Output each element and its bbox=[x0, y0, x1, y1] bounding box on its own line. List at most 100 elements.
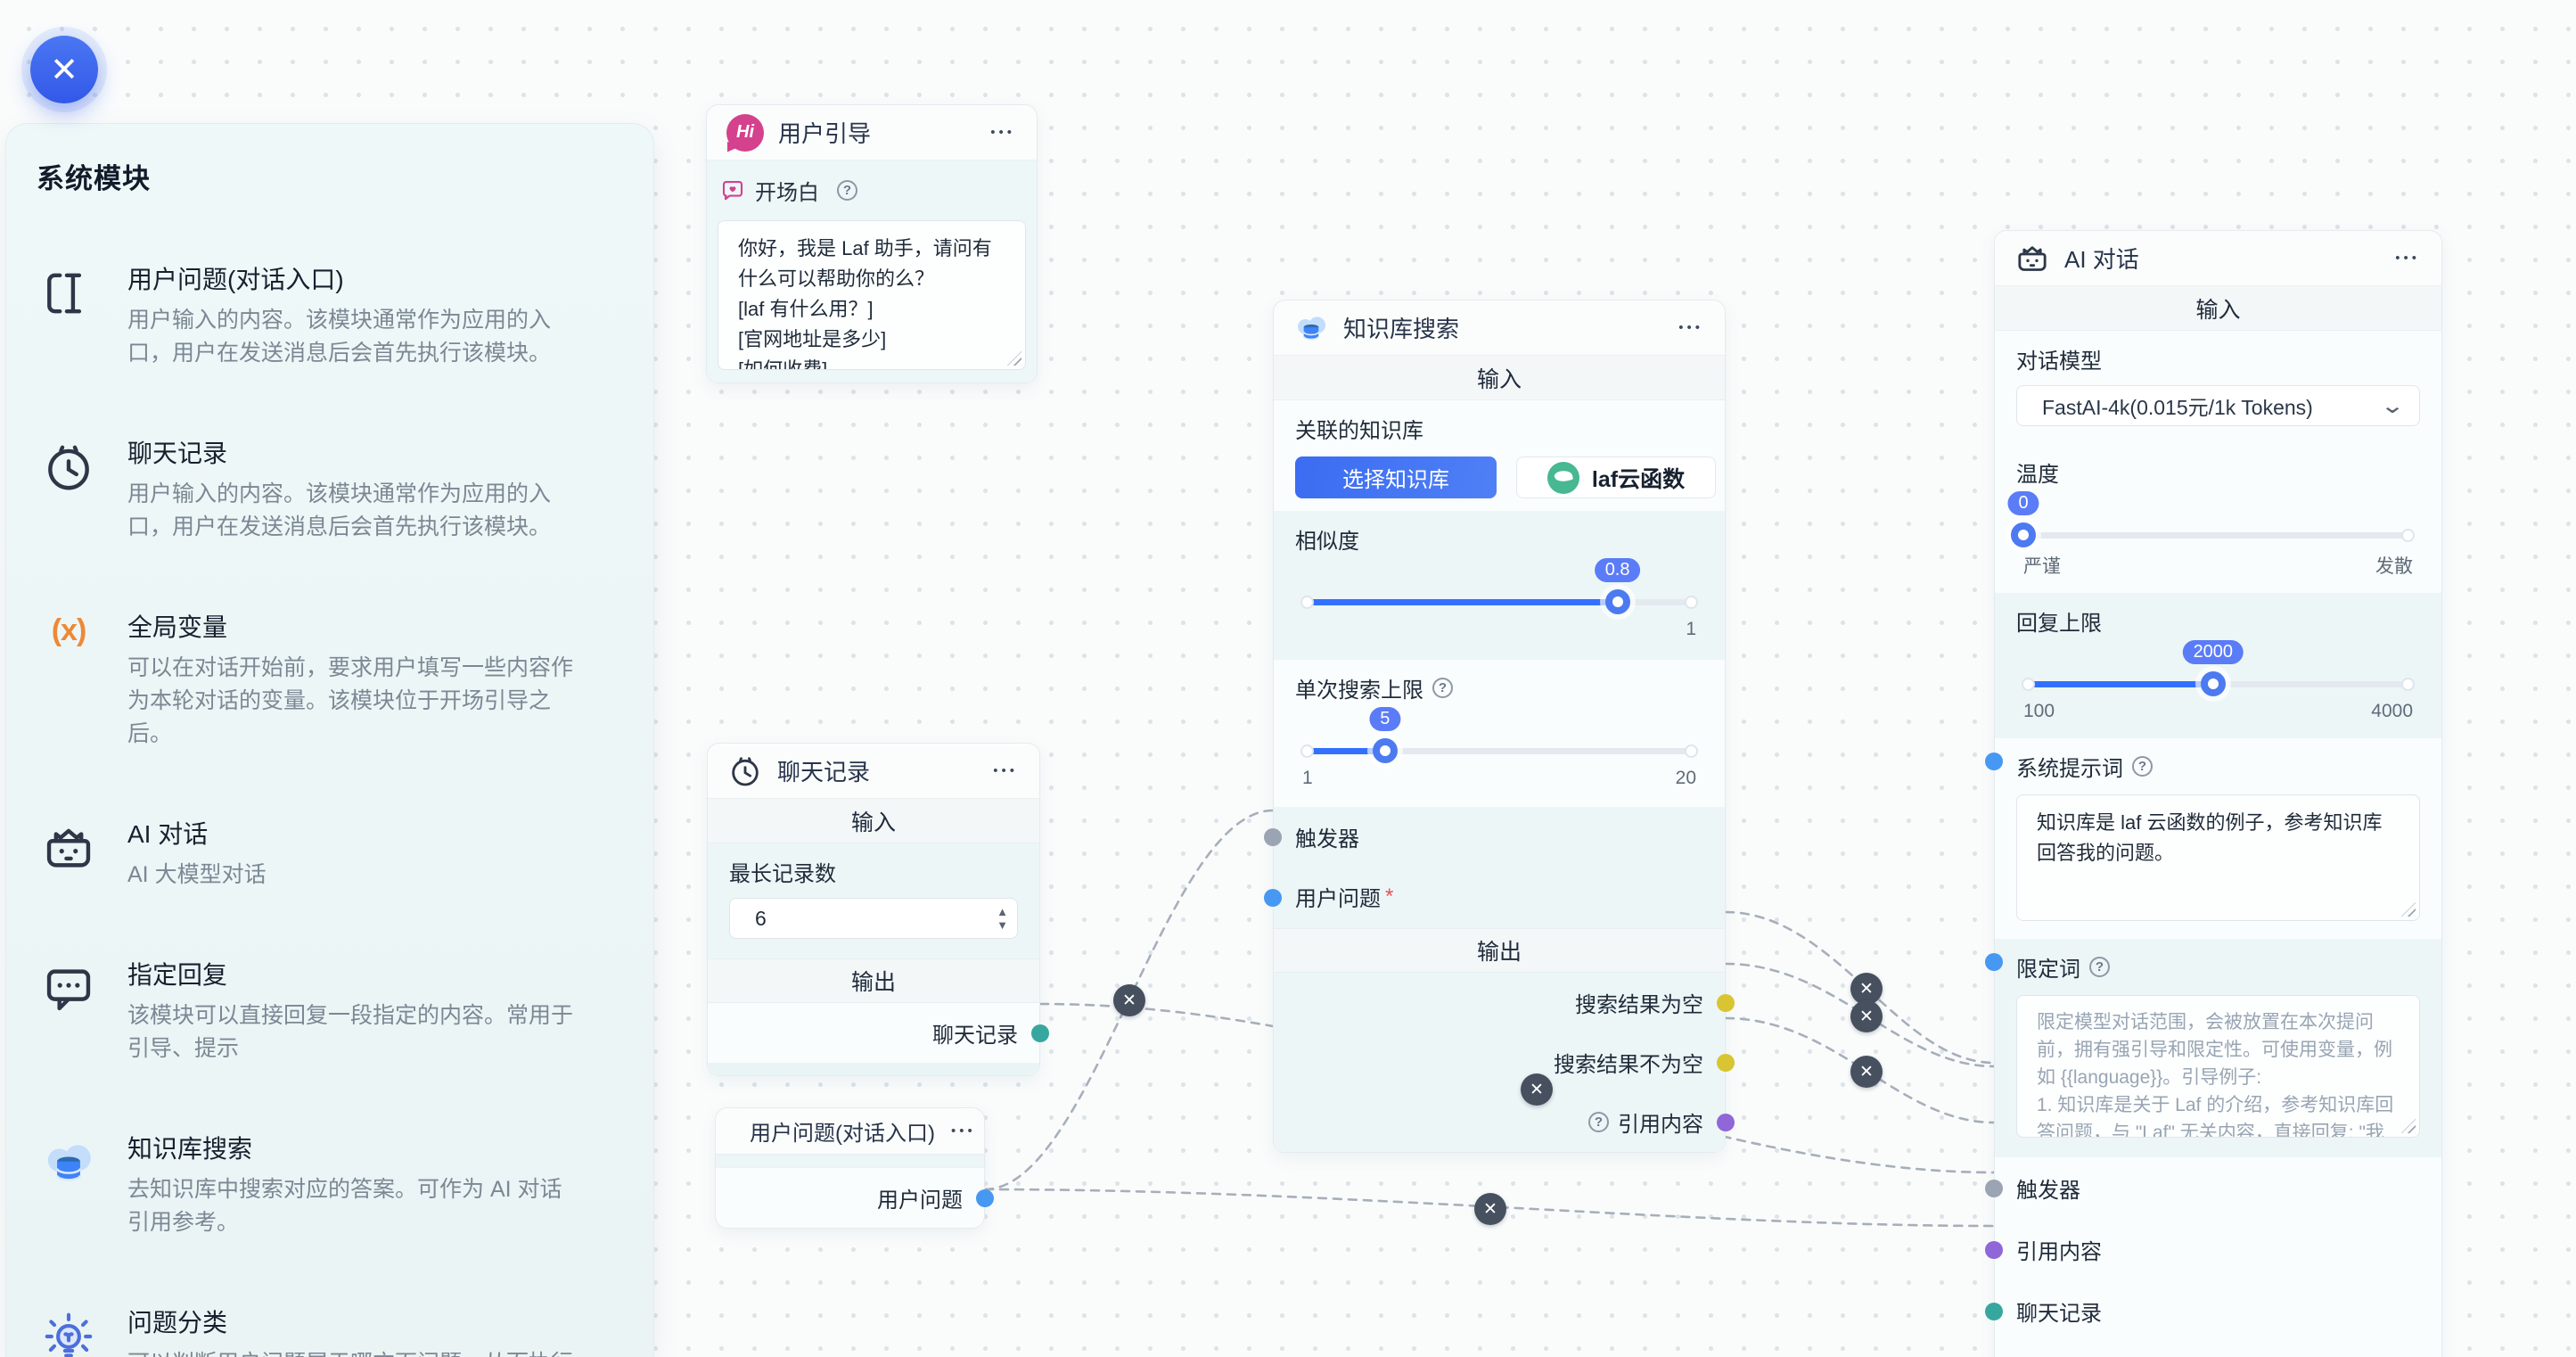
disconnect-button[interactable]: ✕ bbox=[1113, 984, 1145, 1016]
port-search-empty-out[interactable] bbox=[1717, 993, 1735, 1012]
module-desc: 用户输入的内容。该模块通常作为应用的入口，用户在发送消息后会首先执行该模块。 bbox=[127, 308, 552, 366]
node-ai-chat-header[interactable]: AI 对话 ••• bbox=[1995, 231, 2441, 286]
sidebar-item-chat-history[interactable]: 聊天记录 用户输入的内容。该模块通常作为应用的入口，用户在发送消息后会首先执行该… bbox=[37, 434, 616, 544]
similarity-value-badge: 0.8 bbox=[1594, 558, 1641, 582]
disconnect-button[interactable]: ✕ bbox=[1521, 1073, 1553, 1106]
similarity-slider[interactable]: 0.8 bbox=[1300, 558, 1698, 614]
node-menu-button[interactable]: ••• bbox=[950, 1123, 976, 1139]
port-ai-trigger-in[interactable] bbox=[1985, 1179, 2003, 1197]
node-menu-button[interactable]: ••• bbox=[1678, 320, 1703, 335]
output-section-header: 输出 bbox=[708, 958, 1039, 1003]
input-section-header: 输入 bbox=[1995, 286, 2441, 331]
similarity-row: 相似度 0.8 1 bbox=[1274, 511, 1725, 660]
port-quote-out[interactable] bbox=[1717, 1113, 1735, 1131]
search-limit-max-label: 20 bbox=[1675, 768, 1696, 788]
module-desc: 该模块可以直接回复一段指定的内容。常用于引导、提示 bbox=[127, 1003, 574, 1061]
max-reply-slider-handle[interactable] bbox=[2200, 671, 2226, 696]
temperature-slider[interactable]: 0 bbox=[2007, 491, 2415, 547]
dataset-label: 关联的知识库 bbox=[1295, 419, 1423, 443]
trigger-input-row: 触发器 bbox=[1264, 807, 1725, 867]
close-editor-button[interactable]: ✕ bbox=[30, 36, 98, 103]
node-user-guide-header[interactable]: Hi 用户引导 ••• bbox=[707, 105, 1037, 160]
port-question-in[interactable] bbox=[1264, 888, 1282, 907]
port-history-out[interactable] bbox=[1031, 1024, 1049, 1042]
help-icon: ? bbox=[837, 180, 857, 201]
port-search-not-empty-out[interactable] bbox=[1717, 1053, 1735, 1072]
ai-question-row: 用户问题 * bbox=[1995, 1342, 2441, 1357]
port-trigger-in[interactable] bbox=[1264, 827, 1282, 846]
chevron-down-icon: ⌄ bbox=[2379, 393, 2406, 418]
disconnect-button[interactable]: ✕ bbox=[1474, 1193, 1506, 1225]
temperature-max-label: 发散 bbox=[2375, 556, 2413, 577]
output-not-empty-label: 搜索结果不为空 bbox=[1554, 1053, 1703, 1077]
search-limit-row: 单次搜索上限 ? 5 1 20 bbox=[1274, 660, 1725, 807]
question-output-label: 用户问题 bbox=[877, 1188, 963, 1213]
module-desc: AI 大模型对话 bbox=[127, 862, 267, 887]
search-limit-slider-handle[interactable] bbox=[1372, 738, 1398, 763]
module-sidebar: 系统模块 用户问题(对话入口) 用户输入的内容。该模块通常作为应用的入口，用户在… bbox=[5, 123, 654, 1357]
system-prompt-input[interactable]: 知识库是 laf 云函数的例子，参考知识库回答我的问题。 bbox=[2016, 794, 2420, 921]
similarity-slider-handle[interactable] bbox=[1604, 589, 1630, 614]
step-up-icon[interactable]: ▲ bbox=[997, 905, 1008, 918]
disconnect-button[interactable]: ✕ bbox=[1850, 1000, 1883, 1032]
module-title: 指定回复 bbox=[127, 961, 228, 989]
disconnect-button[interactable]: ✕ bbox=[1850, 1056, 1883, 1088]
node-menu-button[interactable]: ••• bbox=[2395, 251, 2420, 266]
node-title: 用户引导 bbox=[778, 120, 872, 147]
laf-logo-icon bbox=[1546, 461, 1579, 494]
port-ai-history-in[interactable] bbox=[1985, 1302, 2003, 1320]
max-reply-slider[interactable]: 2000 bbox=[2022, 640, 2415, 696]
robot-icon bbox=[2018, 245, 2047, 271]
temperature-label: 温度 bbox=[2016, 463, 2059, 487]
node-title: AI 对话 bbox=[2064, 246, 2139, 273]
text-cursor-icon bbox=[37, 260, 101, 370]
system-prompt-row: 系统提示词 ? 知识库是 laf 云函数的例子，参考知识库回答我的问题。 bbox=[1985, 738, 2441, 939]
model-row: 对话模型 FastAI-4k(0.015元/1k Tokens) ⌄ bbox=[1995, 331, 2441, 444]
node-kb-search-header[interactable]: 知识库搜索 ••• bbox=[1274, 300, 1725, 356]
hi-avatar-icon: Hi bbox=[726, 113, 764, 152]
output-section-header: 输出 bbox=[1274, 928, 1725, 973]
temperature-slider-handle[interactable] bbox=[2011, 522, 2036, 547]
max-reply-label: 回复上限 bbox=[2016, 612, 2102, 636]
system-prompt-label: 系统提示词 bbox=[2016, 757, 2123, 781]
model-label: 对话模型 bbox=[2016, 350, 2102, 374]
node-user-question: 用户问题(对话入口) ••• 用户问题 bbox=[715, 1107, 994, 1229]
sidebar-item-fixed-reply[interactable]: 指定回复 该模块可以直接回复一段指定的内容。常用于引导、提示 bbox=[37, 956, 616, 1065]
welcome-text-input[interactable]: 你好，我是 Laf 助手，请问有什么可以帮助你的么？ [laf 有什么用？] [… bbox=[718, 220, 1026, 370]
sidebar-item-ai-chat[interactable]: AI 对话 AI 大模型对话 bbox=[37, 815, 616, 892]
sidebar-item-question-classify[interactable]: 问题分类 可以判断用户问题属于哪方面问题，从而执行不同的操作。 bbox=[37, 1304, 616, 1357]
welcome-field-label: 开场白 bbox=[755, 181, 819, 205]
model-select[interactable]: FastAI-4k(0.015元/1k Tokens) ⌄ bbox=[2016, 385, 2420, 426]
node-ai-chat: AI 对话 ••• 输入 对话模型 FastAI-4k(0.015元/1k To… bbox=[1985, 230, 2442, 1357]
port-user-question-out[interactable] bbox=[976, 1188, 994, 1207]
module-title: 聊天记录 bbox=[127, 440, 228, 467]
help-icon: ? bbox=[2089, 957, 2110, 977]
limit-prompt-input[interactable] bbox=[2016, 995, 2420, 1138]
search-limit-slider[interactable]: 5 bbox=[1300, 707, 1698, 763]
sidebar-item-user-question[interactable]: 用户问题(对话入口) 用户输入的内容。该模块通常作为应用的入口，用户在发送消息后… bbox=[37, 260, 616, 370]
node-user-question-header[interactable]: 用户问题(对话入口) ••• bbox=[716, 1108, 984, 1155]
step-down-icon[interactable]: ▼ bbox=[997, 918, 1008, 932]
node-title: 聊天记录 bbox=[777, 759, 871, 785]
similarity-max-label: 1 bbox=[1686, 619, 1696, 639]
sidebar-item-kb-search[interactable]: 知识库搜索 去知识库中搜索对应的答案。可作为 AI 对话引用参考。 bbox=[37, 1130, 616, 1239]
max-records-row: 最长记录数 6 ▲ ▼ bbox=[708, 843, 1039, 958]
max-records-input[interactable]: 6 ▲ ▼ bbox=[729, 898, 1018, 939]
port-limit-prompt-in[interactable] bbox=[1985, 953, 2003, 971]
max-records-value: 6 bbox=[755, 906, 767, 930]
sidebar-item-global-variable[interactable]: (x) 全局变量 可以在对话开始前，要求用户填写一些内容作为本轮对话的变量。该模… bbox=[37, 608, 616, 751]
limit-prompt-label: 限定词 bbox=[2016, 958, 2080, 982]
port-system-prompt-in[interactable] bbox=[1985, 753, 2003, 770]
node-chat-history-header[interactable]: 聊天记录 ••• bbox=[708, 744, 1039, 799]
node-menu-button[interactable]: ••• bbox=[993, 763, 1018, 778]
select-dataset-button[interactable]: 选择知识库 bbox=[1295, 456, 1497, 498]
trigger-label: 触发器 bbox=[1295, 827, 1359, 851]
node-title: 知识库搜索 bbox=[1343, 316, 1460, 342]
port-ai-quote-in[interactable] bbox=[1985, 1240, 2003, 1259]
output-quote-row: ? 引用内容 bbox=[1274, 1092, 1735, 1152]
dataset-chip-laf[interactable]: laf云函数 bbox=[1516, 456, 1716, 498]
node-menu-button[interactable]: ••• bbox=[990, 125, 1015, 140]
kb-search-icon bbox=[37, 1130, 101, 1239]
output-empty-row: 搜索结果为空 bbox=[1274, 973, 1735, 1032]
